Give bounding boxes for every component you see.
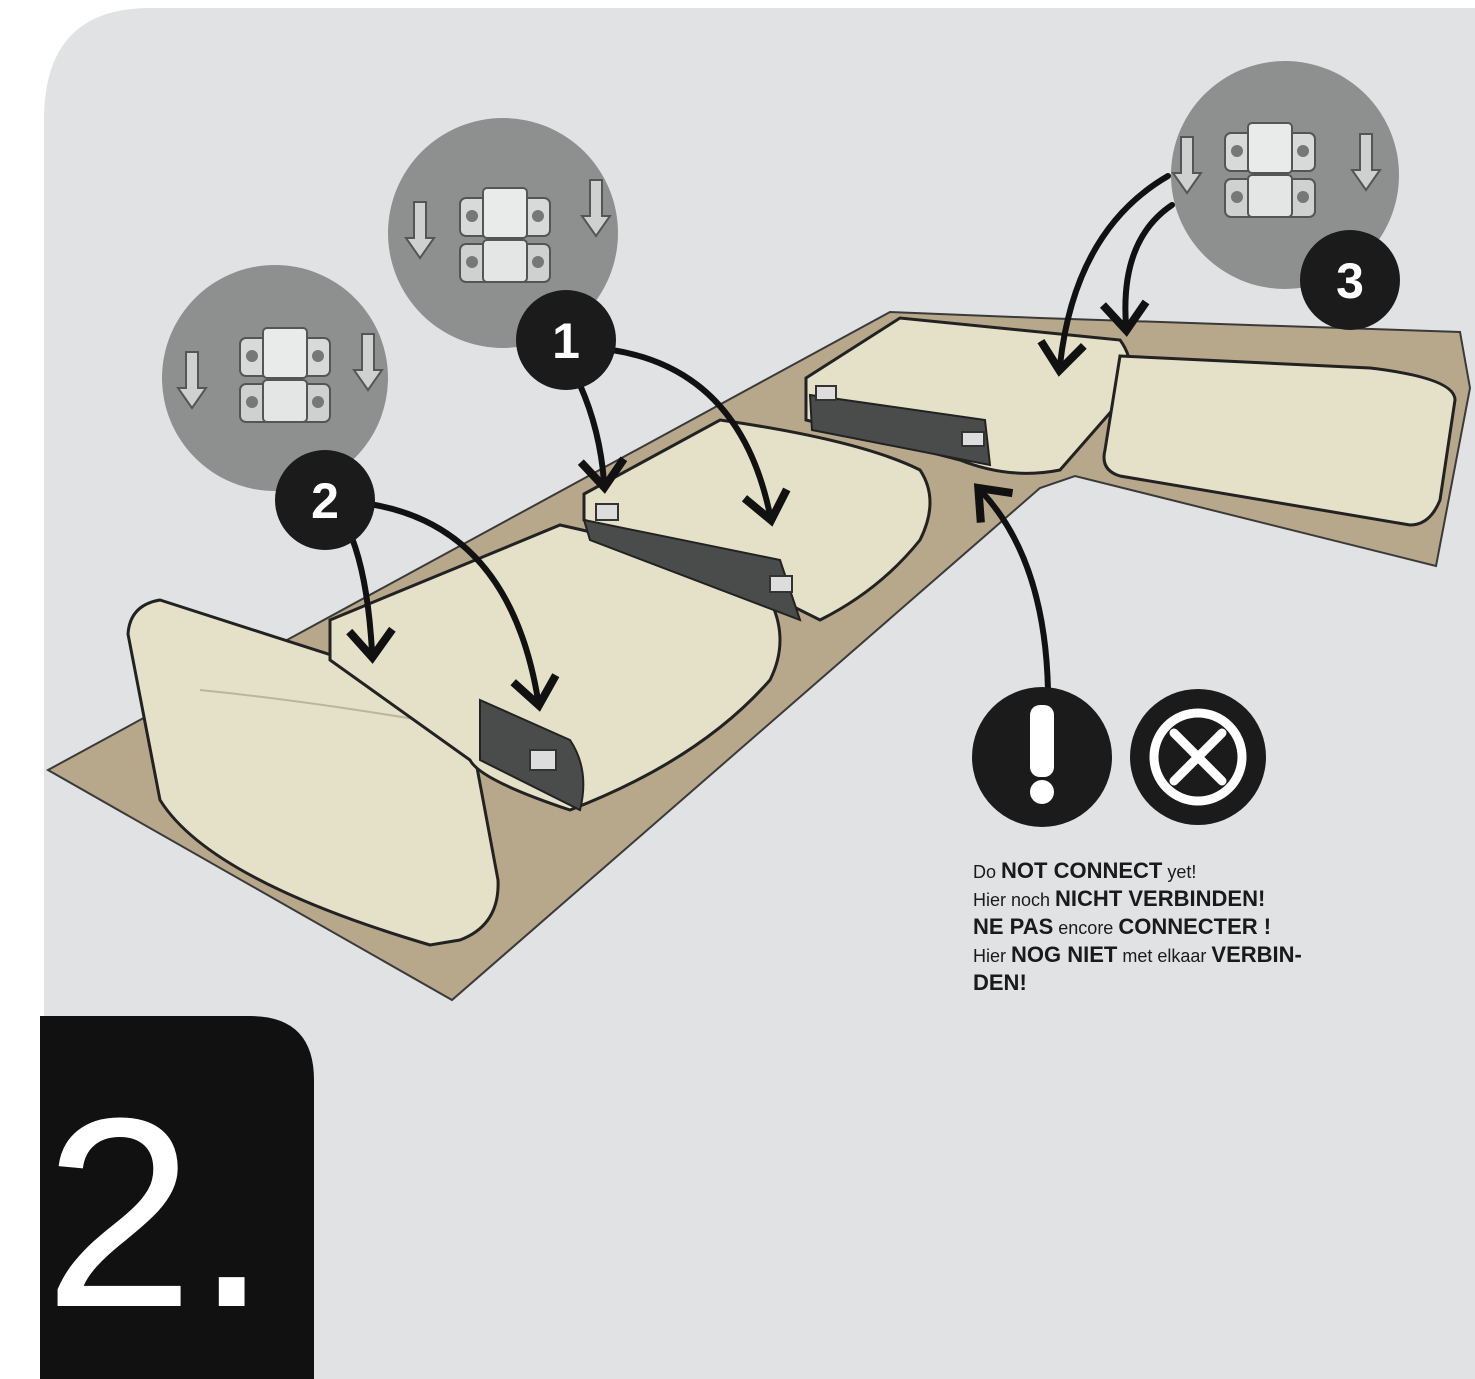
exclamation-icon	[972, 687, 1112, 827]
warning-text: Do NOT CONNECT yet!Hier noch NICHT VERBI…	[973, 858, 1443, 998]
warning-segment: NOT CONNECT	[1001, 858, 1162, 883]
warning-segment: yet!	[1162, 862, 1196, 882]
warning-segment: Hier noch	[973, 890, 1055, 910]
warning-segment: NE PAS	[973, 914, 1053, 939]
warning-line: Do NOT CONNECT yet!	[973, 858, 1443, 886]
warning-segment: DEN!	[973, 970, 1027, 995]
callout-label-2: 2	[311, 473, 339, 529]
bracket-zoom-2	[162, 265, 388, 491]
warning-segment: NICHT	[1055, 886, 1122, 911]
warning-segment: CONNECTER !	[1118, 914, 1271, 939]
callout-badge-3: 3	[1300, 230, 1400, 330]
warning-segment: NOG NIET	[1011, 942, 1117, 967]
callout-badge-1: 1	[516, 290, 616, 390]
warning-line: DEN!	[973, 970, 1443, 998]
step-number: 2.	[44, 1064, 314, 1364]
callout-label-1: 1	[552, 313, 580, 369]
warning-segment: Do	[973, 862, 1001, 882]
warning-segment: encore	[1053, 918, 1118, 938]
warning-segment: met elkaar	[1117, 946, 1211, 966]
callout-badge-2: 2	[275, 450, 375, 550]
warning-segment: VERBINDEN!	[1122, 886, 1265, 911]
no-connect-icon	[1130, 689, 1266, 825]
warning-line: Hier noch NICHT VERBINDEN!	[973, 886, 1443, 914]
warning-segment: Hier	[973, 946, 1011, 966]
warning-line: NE PAS encore CONNECTER !	[973, 914, 1443, 942]
callout-label-3: 3	[1336, 253, 1364, 309]
warning-line: Hier NOG NIET met elkaar VERBIN-	[973, 942, 1443, 970]
warning-segment: VERBIN-	[1211, 942, 1301, 967]
